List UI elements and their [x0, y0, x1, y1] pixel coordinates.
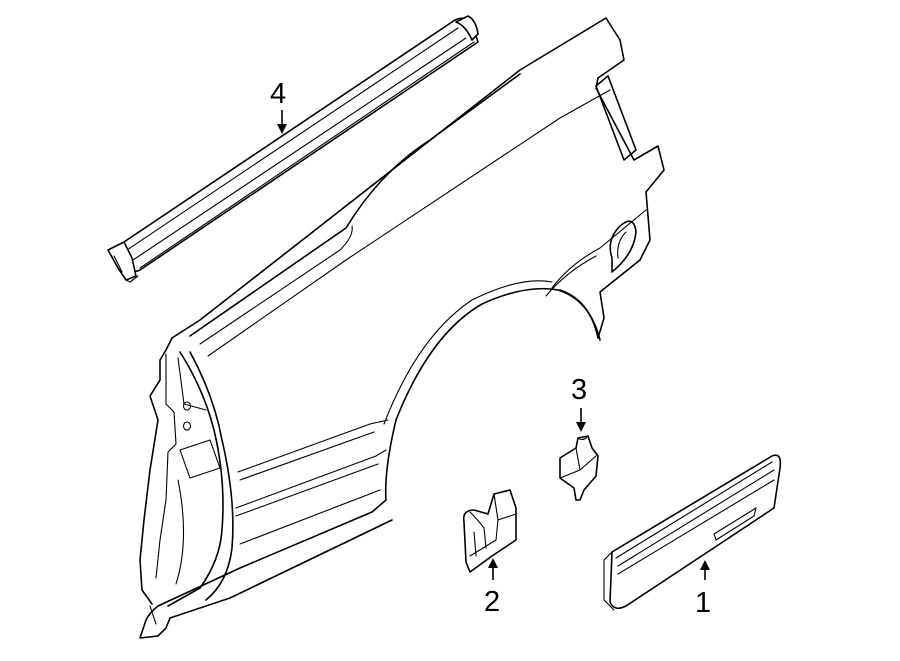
callout-label-3: 3 [571, 374, 587, 406]
part-4-molding-strip [107, 15, 479, 283]
part-3-clip [559, 435, 599, 501]
callout-label-1: 1 [695, 587, 711, 619]
callout-label-4: 4 [270, 78, 286, 110]
quarter-panel [139, 17, 665, 639]
callout-arrows [277, 110, 710, 580]
part-2-bracket [462, 489, 517, 573]
part-1-side-molding [603, 454, 782, 611]
callout-label-2: 2 [484, 586, 500, 618]
